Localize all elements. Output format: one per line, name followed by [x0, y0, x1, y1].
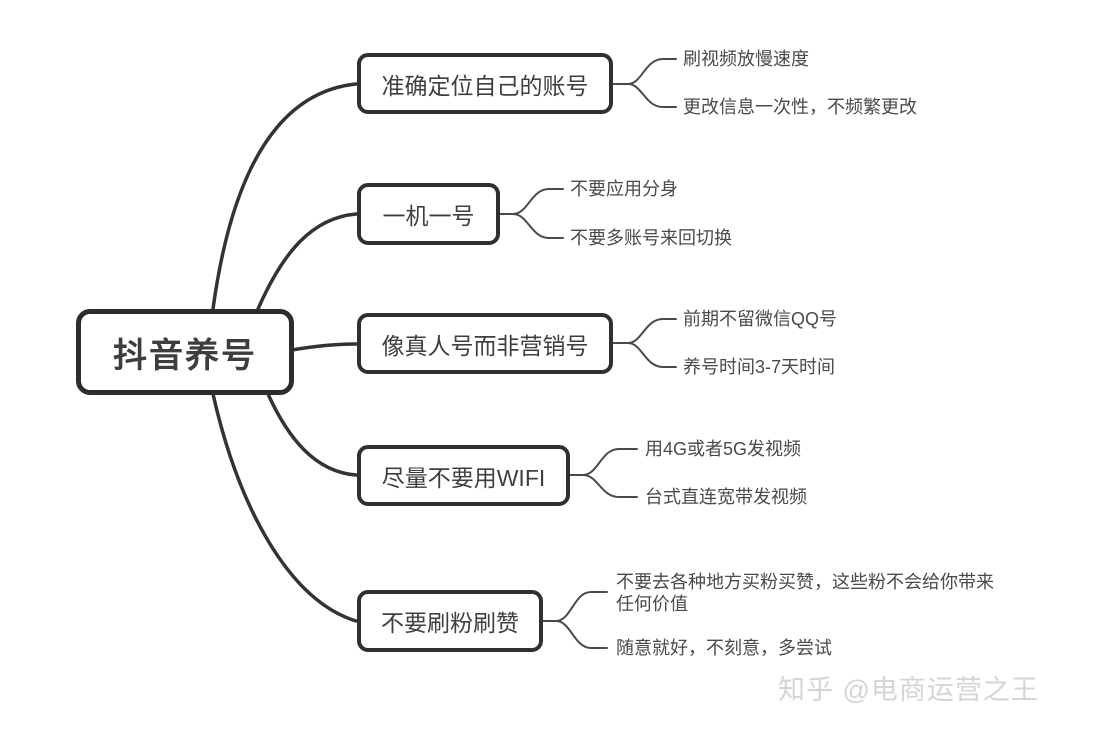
curve-root-branch1 [211, 82, 358, 311]
root-branch-curves [211, 82, 358, 623]
curve-root-branch3 [290, 342, 358, 352]
fork-branch2-leaf2 [512, 213, 564, 239]
branch-node-no-fake-followers: 不要刷粉刷赞 [357, 590, 543, 652]
leaf-be-casual-try-more: 随意就好，不刻意，多尝试 [616, 638, 832, 658]
fork-branch3-leaf2 [627, 342, 677, 368]
branch-node-position-account: 准确定位自己的账号 [357, 53, 613, 114]
fork-branch1-leaf2 [627, 83, 677, 108]
leaf-no-account-switching: 不要多账号来回切换 [570, 228, 732, 248]
branch-node-one-device-one-account: 一机一号 [357, 183, 500, 245]
leaf-change-info-once: 更改信息一次性，不频繁更改 [683, 97, 917, 117]
fork-branch5-leaf2 [555, 620, 608, 649]
branch-leaf-forks [499, 58, 677, 649]
curve-root-branch4 [266, 392, 358, 477]
leaf-no-buying-followers: 不要去各种地方买粉买赞，这些粉不会给你带来任何价值 [616, 572, 994, 614]
fork-branch2-leaf1 [512, 188, 564, 215]
zhihu-watermark: 知乎 @电商运营之王 [778, 675, 1039, 705]
fork-branch5-leaf1 [555, 591, 608, 622]
leaf-slow-video-scrolling: 刷视频放慢速度 [683, 49, 809, 69]
root-node-douyin-account: 抖音养号 [76, 309, 294, 395]
branch-node-real-person-account: 像真人号而非营销号 [357, 313, 613, 374]
leaf-desktop-broadband: 台式直连宽带发视频 [645, 487, 807, 507]
leaf-use-4g-5g: 用4G或者5G发视频 [645, 439, 802, 459]
leaf-no-app-clone: 不要应用分身 [570, 179, 678, 199]
curve-root-branch5 [211, 392, 358, 623]
leaf-nurture-3-7-days: 养号时间3-7天时间 [683, 357, 836, 377]
fork-branch4-leaf2 [582, 474, 638, 498]
leaf-no-wechat-qq-early: 前期不留微信QQ号 [683, 309, 838, 329]
fork-branch1-leaf1 [627, 58, 677, 85]
branch-node-avoid-wifi: 尽量不要用WIFI [357, 445, 570, 506]
curve-root-branch2 [256, 212, 358, 311]
fork-branch3-leaf1 [627, 318, 677, 344]
fork-branch4-leaf1 [582, 448, 638, 476]
